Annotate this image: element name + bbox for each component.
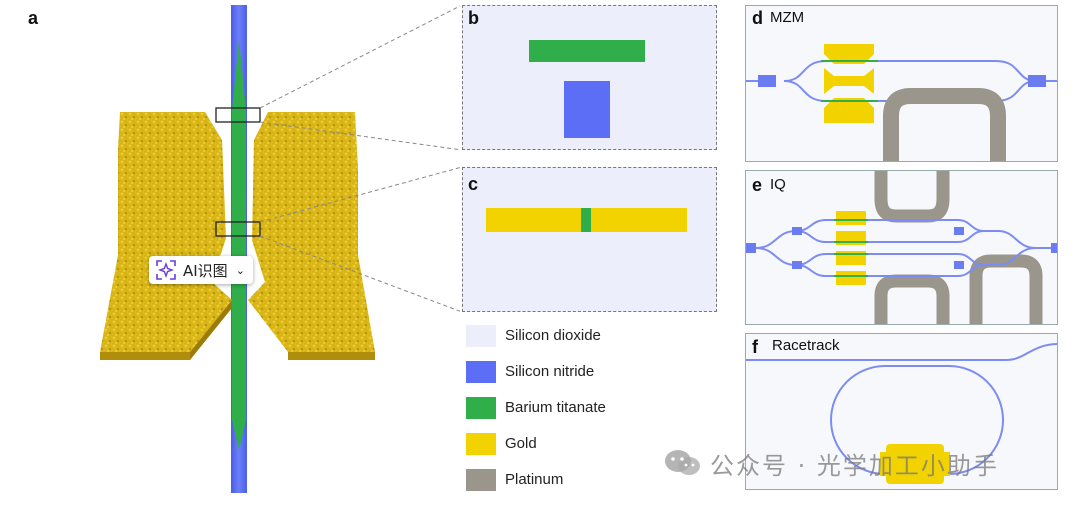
panel-f-racetrack [745,333,1058,490]
gold-electrode-right [248,112,375,352]
gold-electrode-left [100,112,232,352]
legend-swatch-gold [466,433,496,455]
legend-label-gold: Gold [505,435,537,452]
watermark-text: 公众号 · 光学加工小助手 [710,451,999,480]
panel-d-letter: d [752,8,763,28]
panel-e-iq [745,170,1058,325]
panel-e-title: IQ [770,176,786,193]
chevron-down-icon: ⌄ [235,263,245,277]
sparkle-scan-icon [156,260,176,280]
panel-f-title: Racetrack [772,337,840,354]
sin-layer-cross-section [564,81,610,138]
bto-layer-cross-section [529,40,645,62]
device-render-3d [100,5,460,493]
panel-e-letter: e [752,175,763,195]
legend-swatch-silicon-dioxide [466,325,496,347]
panel-b-letter: b [468,8,479,28]
wechat-icon [665,450,700,475]
legend-label-platinum: Platinum [505,471,564,488]
legend-label-silicon-dioxide: Silicon dioxide [505,327,601,344]
panel-c-box [462,167,717,312]
legend-swatch-barium-titanate [466,397,496,419]
zoom-window-c [215,221,261,237]
panel-f-letter: f [752,337,758,357]
mzm-layout [746,44,1057,161]
legend-label-barium-titanate: Barium titanate [505,399,606,416]
racetrack-layout [746,343,1057,484]
panel-d-mzm [745,5,1058,162]
ai-button-label: AI识图 [183,261,228,280]
barium-titanate-strip [232,40,246,450]
legend-swatch-platinum [466,469,496,491]
iq-layout [746,171,1057,324]
panel-a-letter: a [28,8,39,28]
zoom-window-b [215,107,261,123]
bto-gap-cross-section [581,208,591,232]
watermark: 公众号 · 光学加工小助手 [664,446,999,480]
ai-recognize-button[interactable]: AI识图 ⌄ [149,256,253,284]
legend-label-silicon-nitride: Silicon nitride [505,363,595,380]
legend-swatch-silicon-nitride [466,361,496,383]
panel-d-title: MZM [770,9,805,26]
panel-c-letter: c [468,174,479,194]
